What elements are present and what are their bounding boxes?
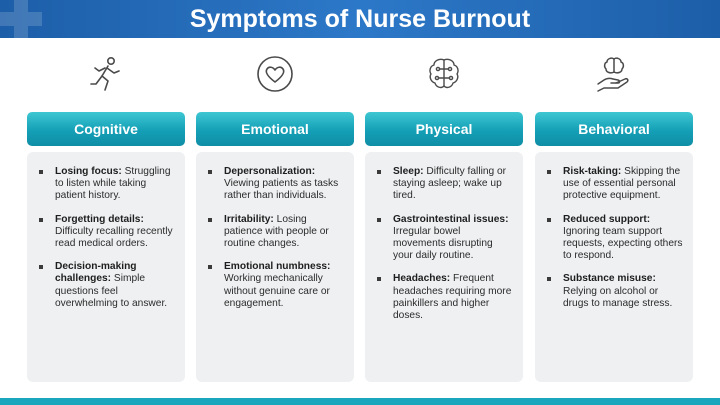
brain-circuit-icon <box>429 58 459 89</box>
symptom-card: Losing focus: Struggling to listen while… <box>27 152 185 382</box>
list-item: Losing focus: Struggling to listen while… <box>39 166 175 203</box>
symptom-term: Irritability: <box>224 213 274 225</box>
list-item: Irritability: Losing patience with peopl… <box>208 214 344 251</box>
list-item: Forgetting details: Difficulty recalling… <box>39 214 175 251</box>
symptom-text: Losing patience with people or routine c… <box>224 213 329 250</box>
symptom-term: Substance misuse: <box>563 273 656 285</box>
symptom-card: Sleep: Difficulty falling or staying asl… <box>365 152 523 382</box>
list-item: Emotional numbness: Working mechanically… <box>208 261 344 310</box>
category-label: Emotional <box>196 112 354 146</box>
title-bar: Symptoms of Nurse Burnout <box>0 0 720 38</box>
symptom-term: Losing focus: <box>55 166 122 177</box>
category-label: Cognitive <box>27 112 185 146</box>
column-physical: Physical Sleep: Difficulty falling or st… <box>365 48 523 382</box>
plus-cross-icon <box>0 0 42 38</box>
symptom-text: Struggling to listen while taking patien… <box>55 166 171 202</box>
symptom-text: Working mechanically without genuine car… <box>224 273 330 309</box>
symptom-term: Emotional numbness: <box>224 261 331 273</box>
list-item: Headaches: Frequent headaches requiring … <box>377 273 513 322</box>
symptom-text: Irregular bowel movements disrupting you… <box>393 225 493 262</box>
footer-bar <box>0 398 720 405</box>
symptom-text: Ignoring team support requests, expectin… <box>563 225 683 262</box>
list-item: Sleep: Difficulty falling or staying asl… <box>377 166 513 203</box>
symptom-text: Difficulty recalling recently read medic… <box>55 225 173 250</box>
running-person-icon <box>90 56 120 91</box>
symptom-text: Viewing patients as tasks rather than in… <box>224 178 339 202</box>
symptom-term: Forgetting details: <box>55 213 144 225</box>
list-item: Depersonalization: Viewing patients as t… <box>208 166 344 203</box>
heart-icon <box>257 56 293 92</box>
symptom-text: Frequent headaches requiring more painki… <box>393 273 512 322</box>
symptom-term: Headaches: <box>393 273 451 285</box>
symptom-text: Relying on alcohol or drugs to manage st… <box>563 285 673 309</box>
symptom-term: Reduced support: <box>563 213 651 225</box>
category-label: Behavioral <box>535 112 693 146</box>
symptom-term: Decision-making challenges: <box>55 261 137 285</box>
column-emotional: Emotional Depersonalization: Viewing pat… <box>196 48 354 382</box>
list-item: Decision-making challenges: Simple quest… <box>39 261 175 310</box>
list-item: Gastrointestinal issues: Irregular bowel… <box>377 214 513 263</box>
column-cognitive: Cognitive Losing focus: Struggling to li… <box>27 48 185 382</box>
symptom-text: Difficulty falling or staying asleep; wa… <box>393 166 507 202</box>
list-item: Risk-taking: Skipping the use of essenti… <box>547 166 683 203</box>
symptom-text: Simple questions feel overwhelming to an… <box>55 273 168 309</box>
symptom-term: Risk-taking: <box>563 166 622 177</box>
hand-holding-brain-icon <box>597 57 629 92</box>
page-title: Symptoms of Nurse Burnout <box>189 5 531 33</box>
symptom-card: Risk-taking: Skipping the use of essenti… <box>535 152 693 382</box>
list-item: Substance misuse: Relying on alcohol or … <box>547 273 683 310</box>
category-label: Physical <box>365 112 523 146</box>
symptom-text: Skipping the use of essential personal p… <box>563 166 681 202</box>
symptom-term: Gastrointestinal issues: <box>393 213 509 225</box>
symptom-card: Depersonalization: Viewing patients as t… <box>196 152 354 382</box>
list-item: Reduced support: Ignoring team support r… <box>547 214 683 263</box>
symptom-term: Sleep: <box>393 166 424 177</box>
symptom-term: Depersonalization: <box>224 166 316 177</box>
column-behavioral: Behavioral Risk-taking: Skipping the use… <box>535 48 693 382</box>
